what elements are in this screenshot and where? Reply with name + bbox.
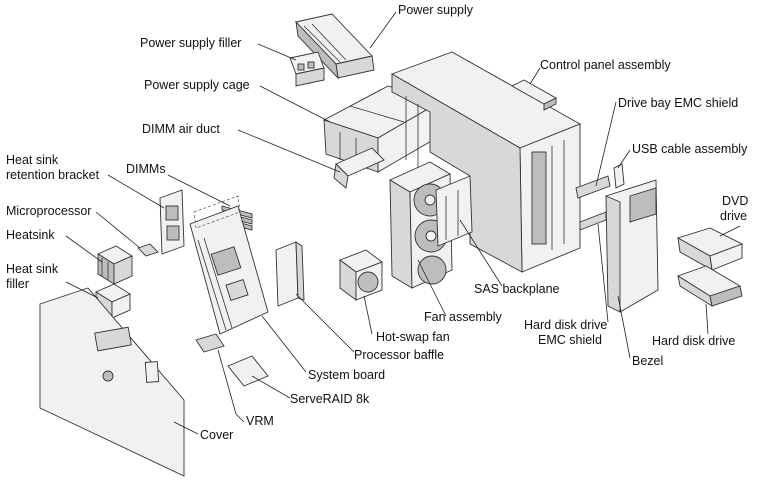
label-power-supply: Power supply bbox=[398, 3, 474, 17]
label-drive-bay-emc-shield: Drive bay EMC shield bbox=[618, 96, 739, 110]
label-dvd-drive-1: DVD bbox=[722, 194, 749, 208]
power-supply-filler-part bbox=[289, 51, 325, 87]
bezel-part bbox=[605, 179, 659, 313]
label-sas-backplane: SAS backplane bbox=[474, 282, 560, 296]
label-processor-baffle: Processor baffle bbox=[354, 348, 445, 362]
label-heat-sink-retention-bracket-1: Heat sink bbox=[6, 153, 59, 167]
cover-part bbox=[39, 287, 185, 477]
dimm-air-duct-part bbox=[333, 147, 385, 189]
label-system-board: System board bbox=[308, 368, 386, 382]
drive-bay-emc-shield-part bbox=[575, 175, 611, 199]
label-vrm: VRM bbox=[246, 414, 274, 428]
microprocessor-part bbox=[137, 243, 159, 257]
label-hard-disk-drive-emc-shield-2: EMC shield bbox=[538, 333, 602, 347]
label-heat-sink-filler-1: Heat sink bbox=[6, 262, 59, 276]
serveraid-8k-part bbox=[227, 355, 269, 387]
label-bezel: Bezel bbox=[632, 354, 664, 368]
label-heat-sink-retention-bracket-2: retention bracket bbox=[6, 168, 100, 182]
label-control-panel-assembly: Control panel assembly bbox=[540, 58, 671, 72]
label-microprocessor: Microprocessor bbox=[6, 204, 92, 218]
hard-disk-drive-part bbox=[676, 265, 743, 307]
control-panel-assembly-part bbox=[511, 79, 557, 111]
label-fan-assembly: Fan assembly bbox=[424, 310, 502, 324]
label-power-supply-cage: Power supply cage bbox=[144, 78, 250, 92]
label-dimms: DIMMs bbox=[126, 162, 166, 176]
label-hard-disk-drive: Hard disk drive bbox=[652, 334, 736, 348]
power-supply-part bbox=[295, 13, 375, 80]
leader-lines bbox=[65, 11, 741, 435]
label-dimm-air-duct: DIMM air duct bbox=[142, 122, 220, 136]
label-heat-sink-filler-2: filler bbox=[6, 277, 29, 291]
hot-swap-fan-part bbox=[339, 249, 383, 301]
processor-baffle-part bbox=[275, 241, 305, 307]
label-serveraid-8k: ServeRAID 8k bbox=[290, 392, 370, 406]
label-heatsink: Heatsink bbox=[6, 228, 55, 242]
dvd-drive-part bbox=[676, 227, 744, 271]
label-hot-swap-fan: Hot-swap fan bbox=[376, 330, 450, 344]
label-dvd-drive-2: drive bbox=[720, 209, 748, 223]
heat-sink-retention-bracket-part bbox=[159, 189, 185, 255]
vrm-part bbox=[195, 333, 225, 353]
label-cover: Cover bbox=[200, 428, 234, 442]
label-hard-disk-drive-emc-shield-1: Hard disk drive bbox=[524, 318, 608, 332]
hard-disk-drive-emc-shield-part bbox=[579, 211, 607, 231]
system-board-part bbox=[189, 195, 269, 335]
heatsink-part bbox=[97, 245, 133, 285]
sas-backplane-part bbox=[435, 175, 473, 247]
label-power-supply-filler: Power supply filler bbox=[140, 36, 242, 50]
chassis-part bbox=[390, 51, 582, 273]
usb-cable-assembly-part bbox=[613, 163, 625, 189]
label-usb-cable-assembly: USB cable assembly bbox=[632, 142, 748, 156]
